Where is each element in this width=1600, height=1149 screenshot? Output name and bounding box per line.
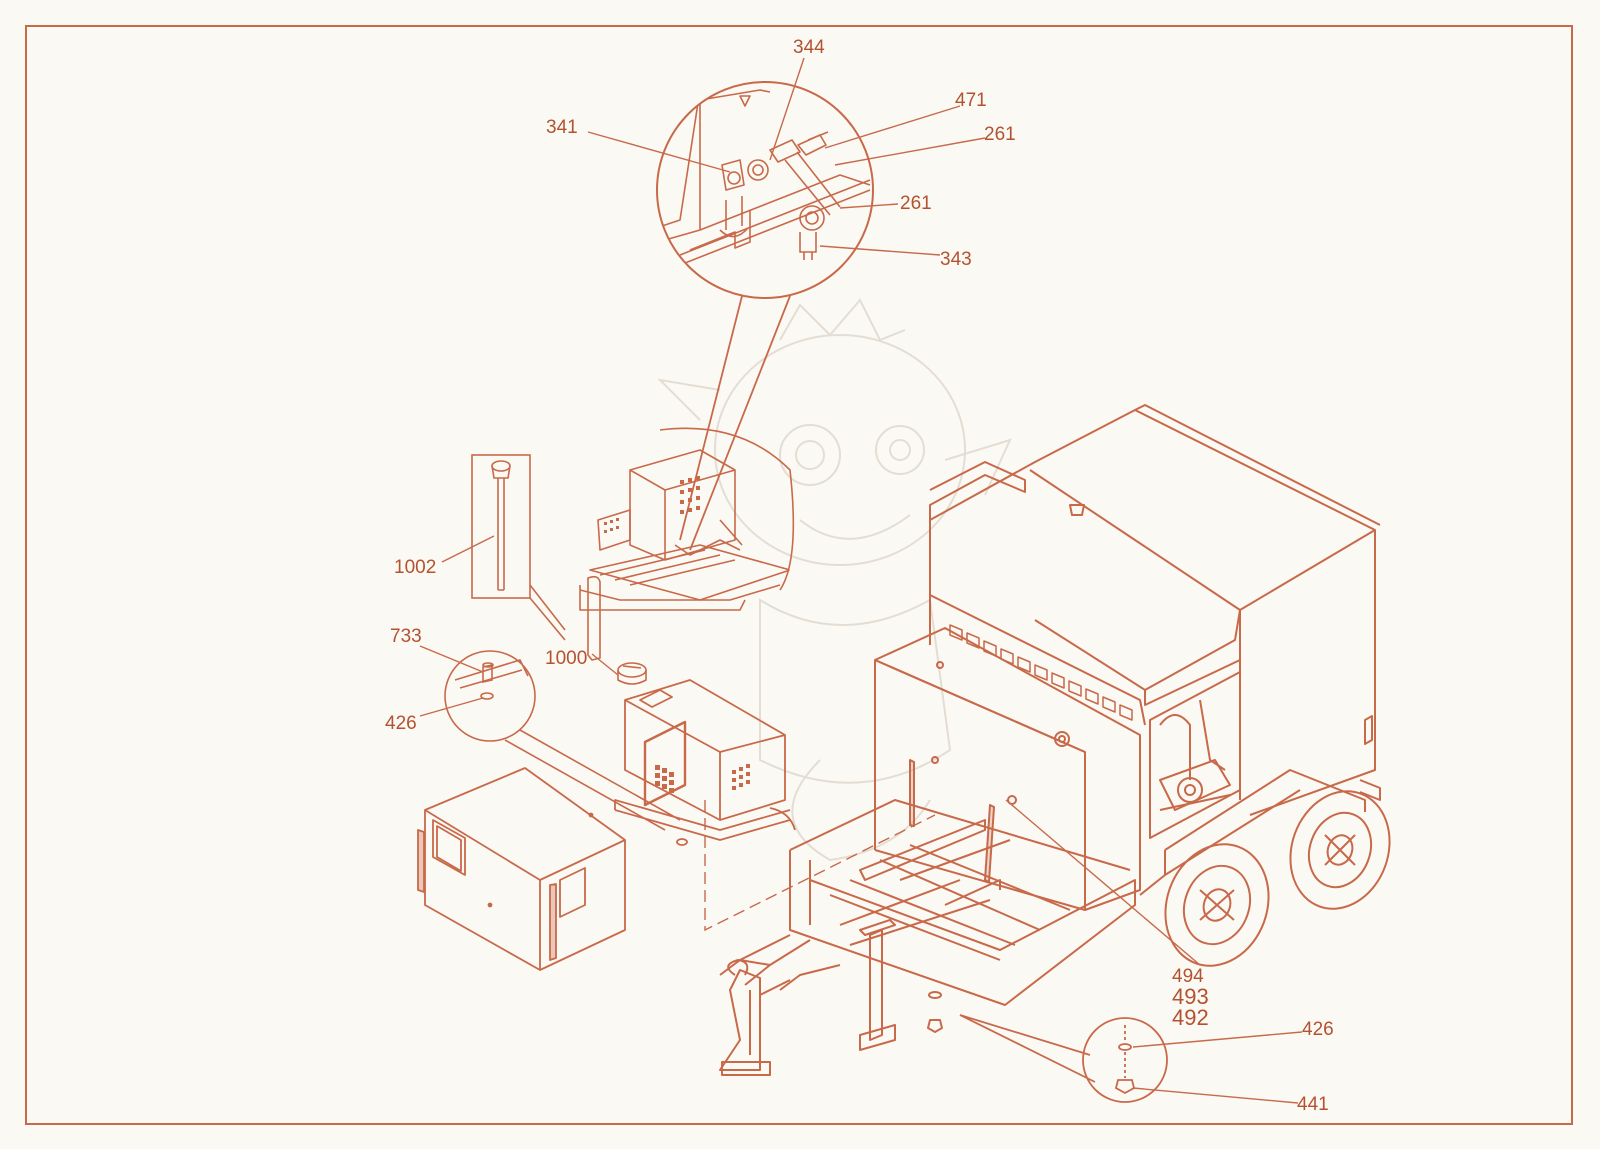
leader-lines xyxy=(419,57,1303,1104)
enclosure-cover xyxy=(417,767,626,971)
detail-circle-washer-nut xyxy=(959,1014,1168,1103)
callout-1000: 1000 xyxy=(545,648,587,669)
detail-circle-valves xyxy=(656,81,874,299)
callout-261-lower: 261 xyxy=(900,193,932,214)
detail-circle-fastener xyxy=(444,650,681,831)
callout-261-upper: 261 xyxy=(984,124,1016,145)
page-frame xyxy=(25,25,1573,1125)
fill-cap-part xyxy=(617,662,647,685)
callout-341: 341 xyxy=(546,117,578,138)
callout-471: 471 xyxy=(955,90,987,111)
callout-1002: 1002 xyxy=(394,557,436,578)
alignment-dashed-line xyxy=(704,800,936,932)
generator-unit xyxy=(614,679,796,846)
callout-343: 343 xyxy=(940,249,972,270)
trailer-assembly xyxy=(719,404,1391,1076)
callout-426-left: 426 xyxy=(385,713,417,734)
callout-493: 493 xyxy=(1172,984,1209,1009)
callout-labels: 344 341 471 261 261 343 1002 1000 733 42… xyxy=(385,37,1334,1115)
partial-view-valve-location xyxy=(579,427,795,661)
callout-344: 344 xyxy=(793,37,825,58)
callout-441: 441 xyxy=(1297,1094,1329,1115)
dragon-watermark-icon xyxy=(657,298,1012,862)
callout-426-right: 426 xyxy=(1302,1019,1334,1040)
dipstick-inset xyxy=(471,454,566,641)
callout-492: 492 xyxy=(1172,1005,1209,1030)
callout-733: 733 xyxy=(390,626,422,647)
callout-494: 494 xyxy=(1172,966,1204,987)
